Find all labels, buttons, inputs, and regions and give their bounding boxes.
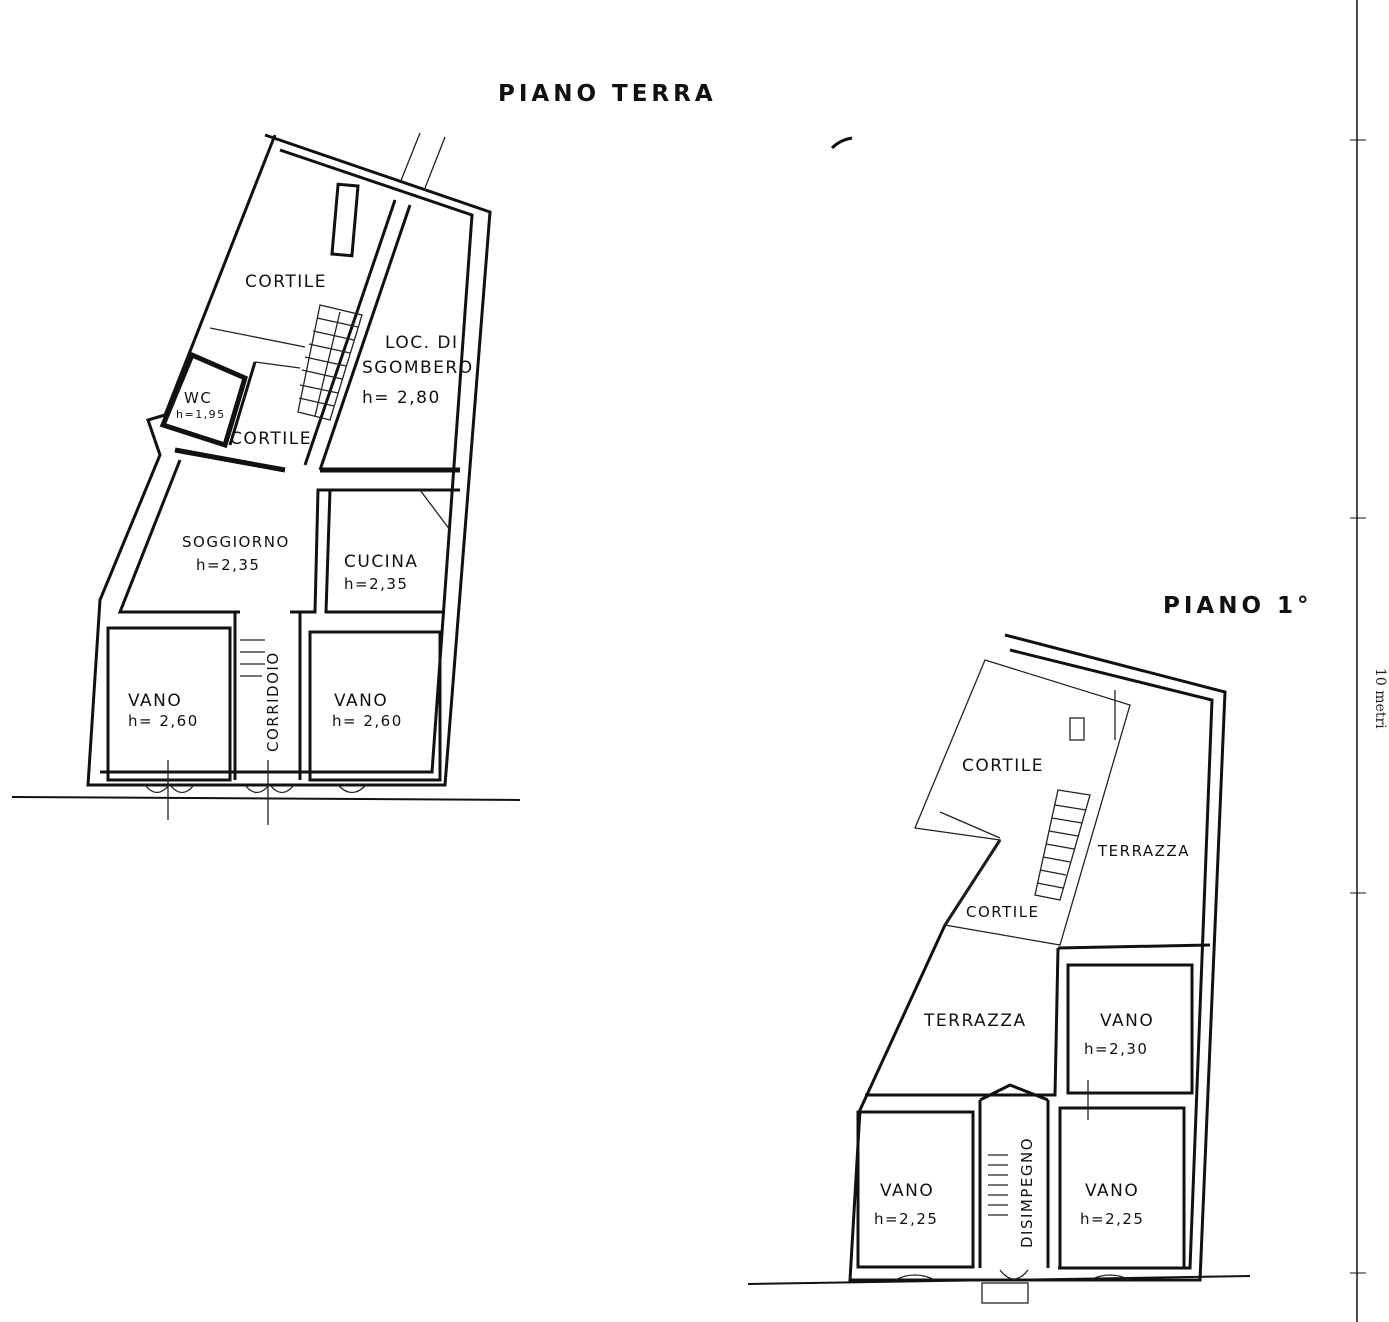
- staircase: [1034, 789, 1091, 901]
- room-height: h=2,25: [1080, 1210, 1144, 1228]
- room-height: h= 2,80: [362, 388, 441, 408]
- scale-bar: 10 metri: [1350, 0, 1388, 1322]
- room-label: DISIMPEGNO: [1018, 1137, 1036, 1248]
- room-label: WC: [184, 389, 212, 407]
- room-height: h= 2,60: [332, 712, 403, 730]
- wc-walls: [159, 351, 249, 449]
- stray-mark: [830, 136, 853, 150]
- ground-floor-plan: CORTILE LOC. DI SGOMBERO h= 2,80 WC h=1,…: [11, 132, 521, 825]
- street-line: [11, 796, 521, 801]
- room-label: CORTILE: [962, 756, 1044, 776]
- vano-right-walls: [1058, 1106, 1186, 1270]
- room-label: CORTILE: [966, 903, 1040, 921]
- staircase: [297, 304, 363, 421]
- vano-upper-walls: [1066, 963, 1194, 1095]
- room-label: TERRAZZA: [923, 1011, 1027, 1031]
- room-label: VANO: [334, 691, 388, 711]
- room-label: TERRAZZA: [1097, 842, 1190, 860]
- room-label: VANO: [1085, 1181, 1139, 1201]
- first-floor-title: PIANO 1°: [1163, 593, 1313, 619]
- cortile-outline: [914, 659, 1131, 946]
- first-floor-plan: CORTILE TERRAZZA CORTILE TERRAZZA VANO h…: [747, 633, 1251, 1304]
- vano-left-walls: [856, 1110, 975, 1269]
- room-height: h=2,35: [344, 575, 408, 593]
- room-label: VANO: [880, 1181, 934, 1201]
- room-label: SOGGIORNO: [182, 533, 290, 551]
- vano-left-walls: [106, 626, 232, 782]
- room-label: CUCINA: [344, 552, 419, 572]
- room-height: h=2,25: [874, 1210, 938, 1228]
- scale-label: 10 metri: [1372, 668, 1388, 729]
- room-height: h= 2,60: [128, 712, 199, 730]
- room-label: CORTILE: [245, 272, 327, 292]
- inner-wall-line: [100, 148, 474, 774]
- room-label: VANO: [128, 691, 182, 711]
- room-height: h=2,35: [196, 556, 260, 574]
- ground-floor-title: PIANO TERRA: [498, 81, 717, 107]
- room-label: SGOMBERO: [362, 358, 474, 378]
- room-label: CORTILE: [230, 429, 312, 449]
- outer-wall: [86, 133, 492, 787]
- vano-right-walls: [308, 630, 442, 782]
- room-label: VANO: [1100, 1011, 1154, 1031]
- room-label: LOC. DI: [385, 333, 459, 353]
- wall: [318, 204, 412, 471]
- room-height: h=1,95: [176, 408, 226, 421]
- room-height: h=2,30: [1084, 1040, 1148, 1058]
- room-label: CORRIDOIO: [264, 651, 282, 752]
